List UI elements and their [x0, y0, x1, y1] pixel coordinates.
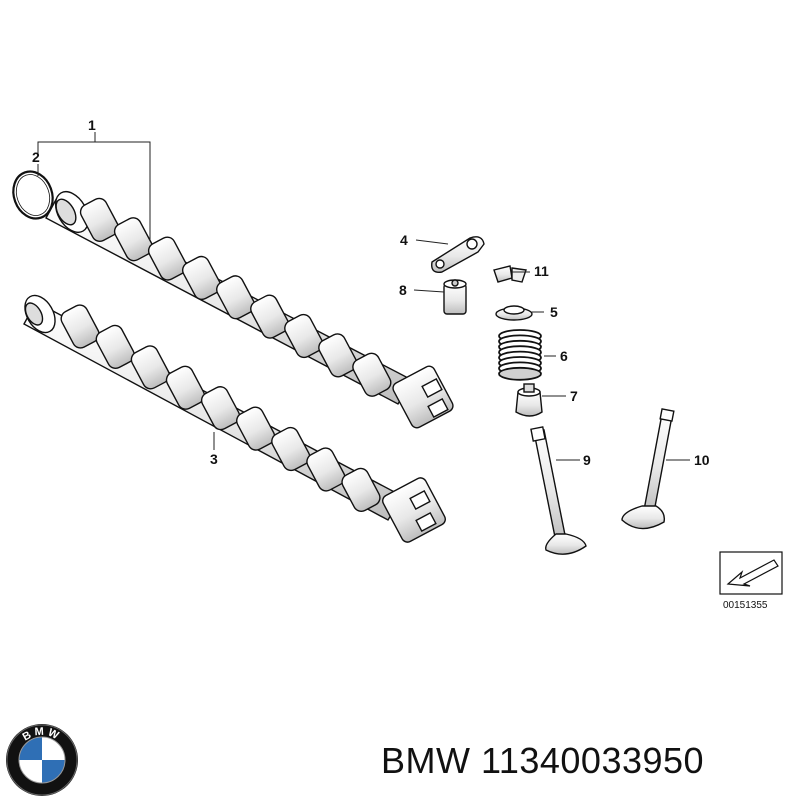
upper-cam-lobe [181, 255, 222, 301]
valve-keeper [493, 265, 527, 283]
upper-cam-lobe [216, 275, 256, 320]
upper-cam-lobe [318, 333, 358, 378]
callout-7: 7 [570, 388, 578, 404]
svg-text:BMW: BMW [21, 726, 64, 744]
intake-valve [530, 426, 587, 555]
lower-cam-lobe [236, 406, 276, 451]
callout-2: 2 [32, 149, 40, 165]
lower-cam-lobe [165, 365, 206, 410]
upper-cam-lobe [147, 236, 188, 281]
lower-camshaft [23, 294, 446, 543]
exhaust-valve [621, 408, 675, 530]
callout-8: 8 [399, 282, 407, 298]
callout-11: 11 [534, 263, 549, 279]
leader-lines [37, 132, 690, 461]
bmw-logo: BMW [6, 724, 78, 796]
spring-coil [498, 366, 542, 381]
spring-retainer [495, 305, 533, 321]
lower-cam-lobe [341, 467, 381, 513]
lower-cam-lobe [271, 426, 311, 472]
part-caption: BMW 11340033950 [381, 740, 704, 782]
callout-6: 6 [560, 348, 568, 364]
reference-marker: 00151355 [719, 551, 783, 611]
callout-1: 1 [88, 117, 96, 133]
upper-cam-lobe [284, 313, 324, 359]
valve-spring [498, 329, 542, 381]
lower-cam-lobe [95, 324, 135, 370]
upper-cam-lobe [113, 217, 154, 262]
rocker-arm [431, 236, 485, 273]
lower-cam-lobe [60, 304, 100, 349]
callout-4: 4 [400, 232, 408, 248]
lower-camshaft-end-gear [382, 477, 446, 543]
reference-code: 00151355 [723, 600, 768, 611]
hydraulic-lifter [443, 279, 467, 315]
lower-cam-lobe [130, 345, 170, 390]
lower-cam-lobe [200, 386, 241, 431]
arrow-icon [726, 559, 779, 587]
part-number: 11340033950 [481, 740, 705, 781]
callout-10: 10 [694, 452, 710, 468]
upper-cam-lobe [250, 294, 290, 339]
upper-camshaft-end-gear [392, 365, 454, 429]
valve-stem-seal [515, 383, 543, 417]
upper-cam-lobe [352, 352, 392, 397]
callout-9: 9 [583, 452, 591, 468]
callout-3: 3 [210, 451, 218, 467]
callout-5: 5 [550, 304, 558, 320]
brand-name: BMW [381, 740, 471, 781]
upper-cam-lobe [79, 197, 120, 242]
upper-camshaft [45, 191, 454, 429]
lower-cam-lobe [306, 447, 346, 492]
o-ring [12, 170, 54, 220]
